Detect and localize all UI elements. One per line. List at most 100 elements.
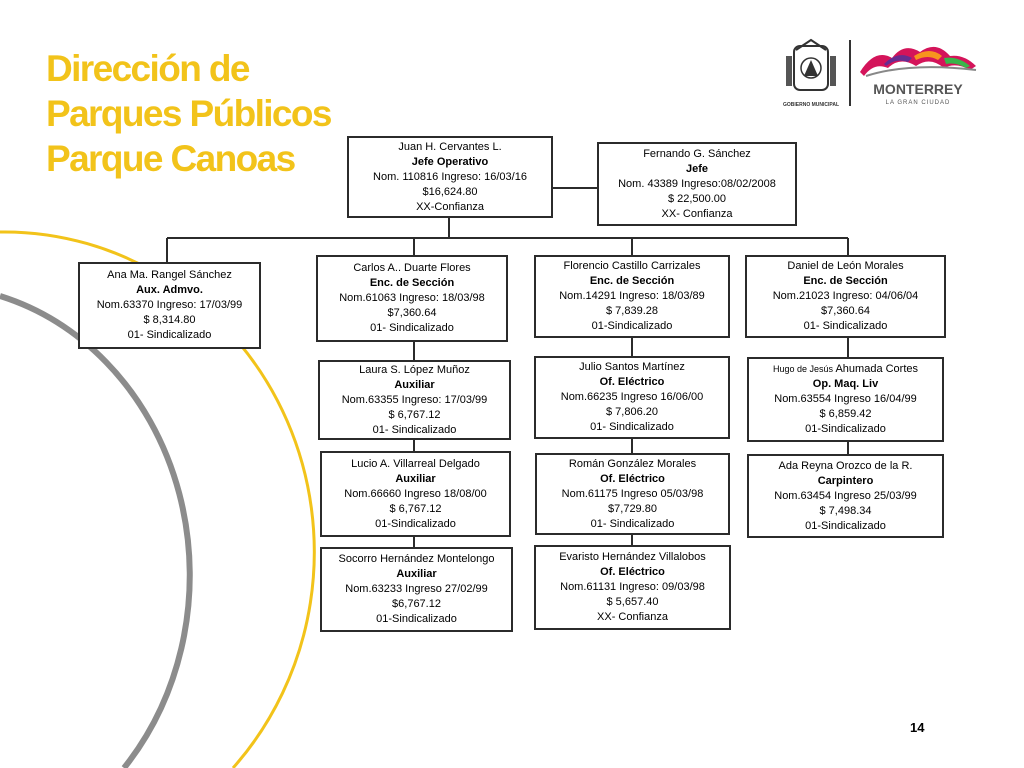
box-col2-1: Florencio Castillo Carrizales Enc. de Se…	[534, 255, 730, 338]
person-role: Enc. de Sección	[369, 277, 455, 289]
box-col2-3: Román González Morales Of. Eléctrico Nom…	[535, 453, 730, 535]
person-salary: $7,729.80	[608, 502, 657, 515]
person-status: 01-Sindicalizado	[591, 320, 673, 332]
boss-nom: Nom. 43389 Ingreso:08/02/2008	[618, 177, 776, 190]
person-salary: $ 6,767.12	[388, 408, 441, 421]
municipal-seal-icon: GOBIERNO MUNICIPAL	[783, 38, 839, 108]
admin-nom: Nom.63370 Ingreso: 17/03/99	[96, 299, 243, 311]
person-name: Evaristo Hernández Villalobos	[559, 551, 706, 563]
person-salary: $7,360.64	[387, 307, 437, 319]
person-salary: $ 6,767.12	[389, 502, 442, 515]
monterrey-logo: GOBIERNO MUNICIPAL MONTERREY LA GRAN CIU…	[783, 38, 977, 108]
box-col2-2: Julio Santos Martínez Of. Eléctrico Nom.…	[534, 356, 730, 439]
person-role: Enc. de Sección	[803, 275, 888, 287]
person-nom: Nom.63454 Ingreso 25/03/99	[774, 489, 917, 502]
person-salary: $ 7,498.34	[819, 504, 872, 517]
person-salary: $6,767.12	[392, 598, 441, 610]
person-nom: Nom.63355 Ingreso: 17/03/99	[341, 393, 488, 406]
chief-name: Juan H. Cervantes L.	[398, 140, 502, 153]
decorative-arc-gray	[0, 293, 193, 768]
person-role: Of. Eléctrico	[600, 566, 665, 578]
title-line-3: Parque Canoas	[46, 138, 296, 179]
person-role: Carpintero	[817, 474, 874, 487]
person-role: Of. Eléctrico	[599, 376, 665, 388]
box-col1-2: Laura S. López Muñoz Auxiliar Nom.63355 …	[318, 360, 511, 440]
boss-status: XX- Confianza	[661, 207, 733, 220]
person-status: 01-Sindicalizado	[375, 517, 456, 530]
svg-text:GOBIERNO MUNICIPAL: GOBIERNO MUNICIPAL	[783, 102, 839, 108]
person-name-line: Hugo de Jesús Ahumada Cortes	[773, 362, 918, 377]
title-line-1: Dirección de	[46, 48, 250, 89]
box-col1-1: Carlos A.. Duarte Flores Enc. de Sección…	[316, 255, 508, 342]
box-col3-1: Daniel de León Morales Enc. de Sección N…	[745, 255, 946, 338]
person-name: Ada Reyna Orozco de la R.	[778, 459, 913, 472]
box-admin: Ana Ma. Rangel Sánchez Aux. Admvo. Nom.6…	[78, 262, 261, 349]
person-name: Florencio Castillo Carrizales	[563, 260, 701, 272]
person-nom: Nom.61131 Ingreso: 09/03/98	[560, 581, 705, 593]
person-role: Enc. de Sección	[589, 275, 675, 287]
person-status: 01-Sindicalizado	[805, 519, 886, 532]
box-chief: Juan H. Cervantes L. Jefe Operativo Nom.…	[347, 136, 553, 218]
person-salary: $ 5,657.40	[606, 596, 659, 608]
person-nom: Nom.21023 Ingreso: 04/06/04	[772, 290, 919, 302]
person-nom: Nom.63554 Ingreso 16/04/99	[774, 393, 917, 405]
person-role: Of. Eléctrico	[600, 472, 665, 485]
box-col1-3: Lucio A. Villarreal Delgado Auxiliar Nom…	[320, 451, 511, 537]
logo-tagline: LA GRAN CIUDAD	[886, 100, 951, 106]
admin-name: Ana Ma. Rangel Sánchez	[107, 269, 232, 281]
person-status: 01- Sindicalizado	[370, 322, 454, 334]
person-status: 01- Sindicalizado	[590, 517, 675, 530]
chief-nom: Nom. 110816 Ingreso: 16/03/16	[373, 170, 527, 183]
person-name: Román González Morales	[568, 457, 697, 470]
page-title: Dirección de Parques Públicos Parque Can…	[46, 46, 332, 181]
person-status: 01- Sindicalizado	[590, 421, 674, 433]
boss-name: Fernando G. Sánchez	[643, 147, 751, 160]
chief-role: Jefe Operativo	[411, 155, 489, 168]
person-nom: Nom.66660 Ingreso 18/08/00	[344, 487, 487, 500]
admin-status: 01- Sindicalizado	[127, 329, 212, 341]
box-boss: Fernando G. Sánchez Jefe Nom. 43389 Ingr…	[597, 142, 797, 226]
person-status: 01-Sindicalizado	[805, 423, 886, 435]
box-col1-4: Socorro Hernández Montelongo Auxiliar No…	[320, 547, 513, 632]
chief-status: XX-Confianza	[416, 200, 484, 213]
person-role: Op. Maq. Liv	[812, 378, 879, 390]
person-name: Laura S. López Muñoz	[359, 363, 470, 376]
decorative-arc-yellow	[0, 230, 316, 768]
person-status: 01-Sindicalizado	[376, 613, 457, 625]
box-col3-2: Hugo de Jesús Ahumada Cortes Op. Maq. Li…	[747, 357, 944, 442]
person-name: Lucio A. Villarreal Delgado	[351, 457, 480, 470]
person-nom: Nom.14291 Ingreso: 18/03/89	[559, 290, 705, 302]
admin-salary: $ 8,314.80	[143, 314, 196, 326]
chief-salary: $16,624.80	[422, 185, 478, 198]
page-number: 14	[910, 720, 925, 735]
person-name: Ahumada Cortes	[835, 363, 919, 375]
person-status: 01- Sindicalizado	[803, 320, 888, 332]
person-name: Julio Santos Martínez	[579, 361, 685, 373]
boss-role: Jefe	[685, 162, 709, 175]
person-status: 01- Sindicalizado	[372, 423, 457, 436]
title-line-2: Parques Públicos	[46, 93, 332, 134]
person-nom: Nom.61175 Ingreso 05/03/98	[561, 487, 704, 500]
box-col2-4: Evaristo Hernández Villalobos Of. Eléctr…	[534, 545, 731, 630]
person-salary: $7,360.64	[821, 305, 870, 317]
person-nom: Nom.63233 Ingreso 27/02/99	[345, 583, 488, 595]
monterrey-mountains-icon	[860, 46, 977, 77]
person-nom: Nom.66235 Ingreso 16/06/00	[560, 391, 704, 403]
person-name: Carlos A.. Duarte Flores	[353, 262, 471, 274]
person-status: XX- Confianza	[597, 611, 668, 623]
person-salary: $ 7,806.20	[606, 406, 658, 418]
person-salary: $ 7,839.28	[606, 305, 658, 317]
person-role: Auxiliar	[396, 568, 437, 580]
person-name: Socorro Hernández Montelongo	[338, 553, 495, 565]
box-col3-3: Ada Reyna Orozco de la R. Carpintero Nom…	[747, 454, 944, 538]
person-name-first: Hugo de Jesús	[772, 364, 834, 374]
person-role: Auxiliar	[395, 472, 436, 485]
person-name: Daniel de León Morales	[787, 260, 904, 272]
person-nom: Nom.61063 Ingreso: 18/03/98	[339, 292, 485, 304]
person-salary: $ 6,859.42	[819, 408, 872, 420]
logo-brand-name: MONTERREY	[873, 81, 963, 97]
boss-salary: $ 22,500.00	[667, 192, 727, 205]
person-role: Auxiliar	[394, 378, 435, 391]
admin-role: Aux. Admvo.	[136, 284, 203, 296]
